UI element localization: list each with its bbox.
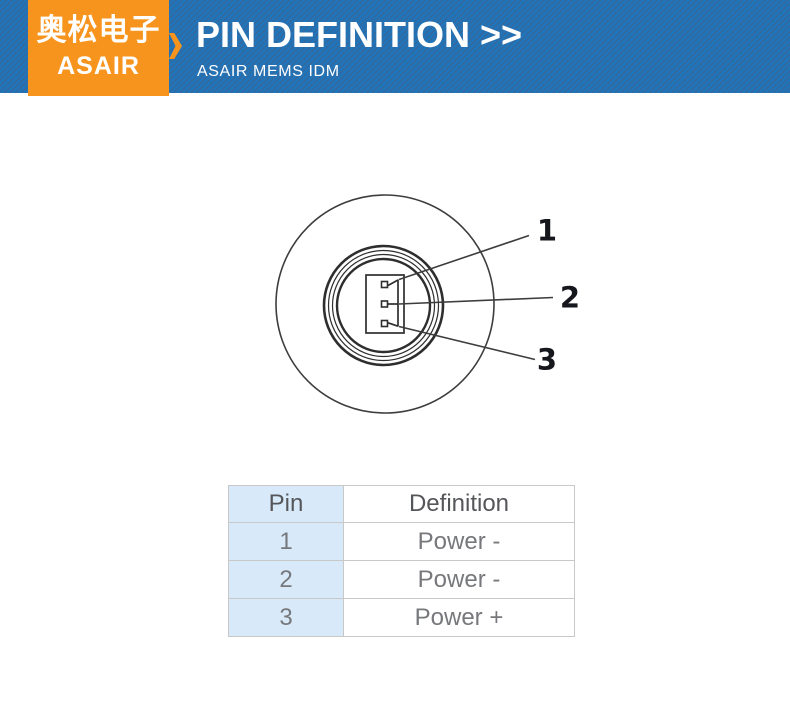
pin-label-1: 1 (537, 214, 557, 248)
header-band: 奥松电子 ASAIR PIN DEFINITION >> ASAIR MEMS … (0, 0, 790, 96)
pin-contacts (380, 280, 389, 328)
outer-housing-circle (275, 194, 495, 414)
pin-1-contact (380, 280, 389, 289)
pin-label-2: 2 (560, 281, 580, 315)
pin-definition-table: Pin Definition 1 Power - 2 Power - 3 Pow… (228, 485, 575, 637)
page-subtitle: ASAIR MEMS IDM (197, 63, 340, 80)
leader-line-2 (398, 296, 554, 305)
column-header-pin: Pin (228, 485, 344, 523)
pin-connector-lines (387, 279, 399, 328)
leader-line-3 (398, 325, 536, 361)
connector-diagram-svg: 1 2 3 (275, 194, 580, 414)
pin-number-cell: 3 (228, 598, 344, 637)
mounting-rings (322, 244, 445, 367)
pin-number-cell: 2 (228, 560, 344, 599)
arrow-right-icon (169, 33, 182, 59)
connector-diagram: 1 2 3 (260, 190, 600, 425)
page-title: PIN DEFINITION >> (196, 14, 523, 55)
leader-lines (398, 234, 554, 361)
column-header-definition: Definition (343, 485, 575, 523)
brand-logo: 奥松电子 ASAIR (28, 0, 182, 96)
brand-name-english: ASAIR (57, 51, 140, 80)
table-row: 1 Power - (228, 522, 575, 561)
table-row: 3 Power + (228, 598, 575, 637)
brand-name-chinese: 奥松电子 (36, 14, 161, 47)
pin-definition-cell: Power - (343, 522, 575, 561)
table-header-row: Pin Definition (228, 485, 575, 523)
pin-label-3: 3 (537, 343, 557, 377)
pin-3-contact (380, 319, 389, 328)
pin-definition-cell: Power + (343, 598, 575, 637)
table-row: 2 Power - (228, 560, 575, 599)
pin-number-cell: 1 (228, 522, 344, 561)
leader-line-1 (398, 234, 530, 281)
pin-2-contact (380, 300, 389, 308)
pin-definition-cell: Power - (343, 560, 575, 599)
